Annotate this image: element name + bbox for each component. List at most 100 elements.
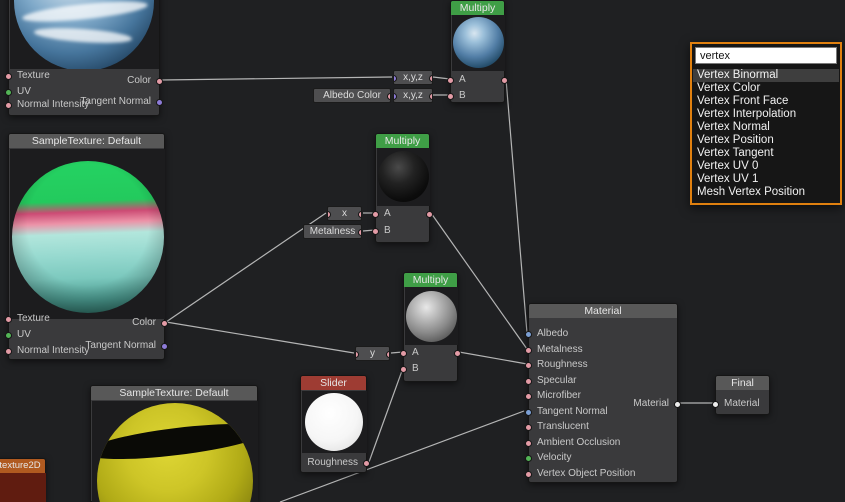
input-label-vertex-object-position: Vertex Object Position <box>537 468 635 480</box>
wire <box>166 322 354 353</box>
node-metalness-param[interactable]: Metalness <box>303 224 362 239</box>
pin-vector-input[interactable] <box>393 93 397 100</box>
search-result-item[interactable]: Mesh Vertex Position <box>693 186 839 199</box>
pin-value-output[interactable] <box>358 229 362 236</box>
node-x-param[interactable]: x <box>327 206 362 221</box>
node-final[interactable]: Final Material <box>715 375 770 415</box>
pin-color-output[interactable] <box>161 320 168 327</box>
input-label-albedo: Albedo <box>537 328 568 340</box>
pin-result-output[interactable] <box>501 77 508 84</box>
pin-vector-input[interactable] <box>393 75 397 82</box>
node-preview <box>92 401 258 502</box>
pin-albedo-input[interactable] <box>525 331 532 338</box>
search-result-item[interactable]: Vertex UV 1 <box>693 173 839 186</box>
pin-a-input[interactable] <box>372 211 379 218</box>
node-header[interactable]: SampleTexture: Default <box>91 386 257 400</box>
search-result-item[interactable]: Vertex Position <box>693 134 839 147</box>
pin-value-output[interactable] <box>386 351 390 358</box>
albedo-color-label: Albedo Color <box>323 90 381 101</box>
search-result-item[interactable]: Vertex UV 0 <box>693 160 839 173</box>
node-header[interactable]: Multiply <box>404 273 457 287</box>
pin-tangent-normal-input[interactable] <box>525 409 532 416</box>
node-preview <box>10 149 165 319</box>
pin-value-output[interactable] <box>363 460 370 467</box>
output-label-color: Color <box>132 317 156 329</box>
input-label-metalness: Metalness <box>537 344 583 356</box>
node-multiply-3[interactable]: Multiply A B <box>403 272 458 382</box>
texture-preview-sphere <box>97 403 253 502</box>
node-header[interactable]: texture2D <box>0 459 45 473</box>
node-multiply-1[interactable]: Multiply A B <box>450 0 505 103</box>
pin-texture-input[interactable] <box>5 316 12 323</box>
input-label-uv: UV <box>17 86 31 98</box>
pin-color-output[interactable] <box>156 78 163 85</box>
pin-normal-intensity-input[interactable] <box>5 348 12 355</box>
node-albedo-color-param[interactable]: Albedo Color <box>313 88 391 103</box>
pin-result-output[interactable] <box>426 211 433 218</box>
input-label-roughness: Roughness <box>537 359 588 371</box>
node-sample-texture-bottom[interactable]: SampleTexture: Default <box>90 385 258 502</box>
node-sample-texture-top[interactable]: Texture Color UV Normal Intensity Tangen… <box>8 0 160 116</box>
node-header[interactable]: Multiply <box>451 1 504 15</box>
pin-vertex-object-position-input[interactable] <box>525 471 532 478</box>
pin-roughness-input[interactable] <box>525 362 532 369</box>
pin-translucent-input[interactable] <box>525 424 532 431</box>
pin-tangent-normal-output[interactable] <box>161 343 168 350</box>
output-label-color: Color <box>127 75 151 87</box>
node-header[interactable]: Slider <box>301 376 366 390</box>
node-unpack-xyz-1[interactable]: x,y,z <box>393 70 433 85</box>
pin-uv-input[interactable] <box>5 89 12 96</box>
pin-value-input[interactable] <box>355 351 359 358</box>
search-result-item[interactable]: Vertex Tangent <box>693 147 839 160</box>
pin-microfiber-input[interactable] <box>525 393 532 400</box>
pin-result-output[interactable] <box>454 350 461 357</box>
node-header[interactable]: Material <box>529 304 677 318</box>
node-y-param[interactable]: y <box>355 346 390 361</box>
pin-tangent-normal-output[interactable] <box>156 99 163 106</box>
pin-xyz-output[interactable] <box>429 75 433 82</box>
pin-metalness-input[interactable] <box>525 347 532 354</box>
node-header[interactable]: Multiply <box>376 134 429 148</box>
multiply-preview-sphere <box>453 17 504 68</box>
node-header[interactable]: Final <box>716 376 769 390</box>
pin-value-output[interactable] <box>358 211 362 218</box>
search-result-item[interactable]: Vertex Binormal <box>693 69 839 82</box>
search-input[interactable] <box>695 47 837 64</box>
pin-uv-input[interactable] <box>5 332 12 339</box>
input-label-uv: UV <box>17 329 31 341</box>
pin-a-input[interactable] <box>400 350 407 357</box>
pin-b-input[interactable] <box>372 228 379 235</box>
node-multiply-2[interactable]: Multiply A B <box>375 133 430 243</box>
pin-texture-input[interactable] <box>5 73 12 80</box>
input-label-b: B <box>459 90 466 102</box>
output-label-roughness: Roughness <box>307 457 358 469</box>
node-unpack-xyz-2[interactable]: x,y,z <box>393 88 433 103</box>
wire <box>369 368 403 462</box>
pin-value-output[interactable] <box>387 93 391 100</box>
pin-velocity-input[interactable] <box>525 455 532 462</box>
search-result-item[interactable]: Vertex Color <box>693 82 839 95</box>
search-result-item[interactable]: Vertex Normal <box>693 121 839 134</box>
pin-specular-input[interactable] <box>525 378 532 385</box>
search-result-item[interactable]: Vertex Front Face <box>693 95 839 108</box>
unpack-xyz-label: x,y,z <box>403 72 423 83</box>
pin-value-input[interactable] <box>327 211 331 218</box>
pin-xyz-output[interactable] <box>429 93 433 100</box>
pin-ambient-occlusion-input[interactable] <box>525 440 532 447</box>
node-slider[interactable]: Slider Roughness <box>300 375 367 473</box>
node-texture2d[interactable]: texture2D <box>0 458 46 502</box>
pin-material-input[interactable] <box>712 401 719 408</box>
search-result-item[interactable]: Vertex Interpolation <box>693 108 839 121</box>
node-material[interactable]: Material Albedo Metalness Roughness Spec… <box>528 303 678 483</box>
pin-normal-intensity-input[interactable] <box>5 102 12 109</box>
output-label-tangent-normal: Tangent Normal <box>80 96 151 108</box>
texture-preview-sphere <box>14 0 154 69</box>
node-sample-texture-mid[interactable]: SampleTexture: Default Texture Color UV … <box>8 133 165 360</box>
pin-a-input[interactable] <box>447 77 454 84</box>
input-label-normal-intensity: Normal Intensity <box>17 99 89 111</box>
pin-b-input[interactable] <box>400 366 407 373</box>
pin-material-output[interactable] <box>674 401 681 408</box>
node-header[interactable]: SampleTexture: Default <box>9 134 164 148</box>
pin-b-input[interactable] <box>447 93 454 100</box>
